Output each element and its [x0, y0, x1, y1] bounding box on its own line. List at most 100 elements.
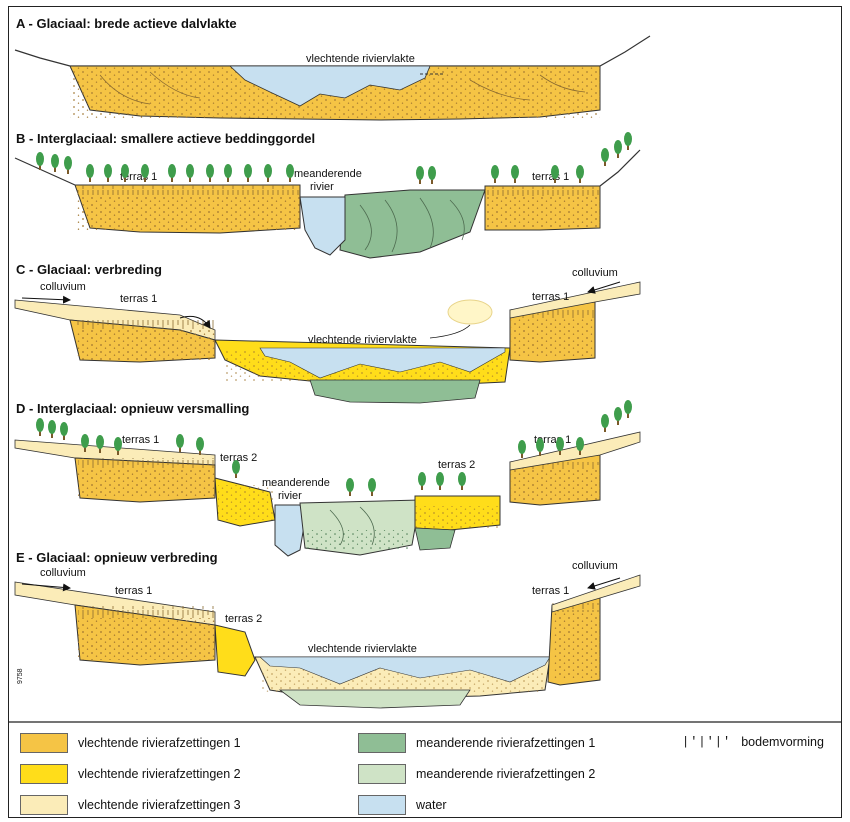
- panel-c-meander-remnant: [309, 379, 481, 404]
- tree-icon: [86, 164, 94, 182]
- legend-label: vlechtende rivierafzettingen 3: [78, 798, 241, 812]
- panel-e-section: colluvium terras 1 terras 2 vlechtende r…: [14, 560, 641, 709]
- panel-d-colluvium-right: [509, 431, 641, 471]
- panel-a-title: A - Glaciaal: brede actieve dalvlakte: [16, 16, 237, 31]
- legend-swatch: [20, 795, 68, 815]
- tree-icon: [114, 437, 122, 455]
- legend-item-water: water: [358, 795, 447, 815]
- panel-b-meander-label-line2: rivier: [310, 181, 334, 193]
- tree-icon: [576, 437, 584, 455]
- panel-c-colluvium-right: [509, 281, 641, 319]
- panel-e-colluvium-right: [551, 574, 641, 613]
- panel-d-terrace2-left-label: terras 2: [220, 452, 257, 464]
- legend-swatch: [20, 733, 68, 753]
- panel-b-meander-deposits: [339, 189, 486, 259]
- panel-b-section: terras 1 terras 1 meanderende rivier: [14, 149, 641, 259]
- tree-icon: [286, 164, 294, 182]
- tree-icon: [244, 164, 252, 182]
- panel-c-water: [259, 347, 506, 379]
- tree-icon: [614, 140, 622, 158]
- legend-label: meanderende rivierafzettingen 1: [416, 736, 596, 750]
- panel-c-terrace-left-label: terras 1: [120, 293, 157, 305]
- panel-d-meander-deposits-1: [414, 527, 456, 551]
- cloud-icon: [447, 299, 493, 325]
- tree-icon: [104, 164, 112, 182]
- tree-icon: [232, 460, 240, 478]
- legend-item-meander-1: meanderende rivierafzettingen 1: [358, 733, 595, 753]
- tree-icon: [536, 438, 544, 456]
- panel-b-valley-slope-left: [14, 157, 76, 186]
- tree-icon: [346, 478, 354, 496]
- panel-e-meander-remnant: [278, 689, 471, 709]
- panel-d-meander-label-line2: rivier: [278, 490, 302, 502]
- panel-b-channel-water: [299, 196, 346, 256]
- tree-icon: [436, 472, 444, 490]
- legend-label: vlechtende rivierafzettingen 2: [78, 767, 241, 781]
- panel-c-braided-label: vlechtende riviervlakte: [308, 334, 417, 346]
- tree-icon: [186, 164, 194, 182]
- panel-e-terrace2-left-label: terras 2: [225, 613, 262, 625]
- figure-frame: [8, 6, 842, 818]
- panel-e-title: E - Glaciaal: opnieuw verbreding: [16, 550, 218, 565]
- panel-a-braided-label: vlechtende riviervlakte: [306, 53, 415, 65]
- tree-icon: [601, 148, 609, 166]
- tree-icon: [96, 435, 104, 453]
- legend-item-braided-3: vlechtende rivierafzettingen 3: [20, 795, 241, 815]
- legend-item-braided-2: vlechtende rivierafzettingen 2: [20, 764, 241, 784]
- panel-a-section: vlechtende riviervlakte: [14, 35, 651, 121]
- panel-e-water: [259, 656, 551, 685]
- tree-icon: [624, 132, 632, 150]
- panel-d-title: D - Interglaciaal: opnieuw versmalling: [16, 401, 250, 416]
- panel-c-colluvium-right-label: colluvium: [572, 267, 618, 279]
- legend-label: vlechtende rivierafzettingen 1: [78, 736, 241, 750]
- legend-item-meander-2: meanderende rivierafzettingen 2: [358, 764, 595, 784]
- tree-icon: [518, 440, 526, 458]
- panel-e-terrace1-left-label: terras 1: [115, 585, 152, 597]
- legend-swatch: [358, 733, 406, 753]
- panel-e-colluvium-left-label: colluvium: [40, 567, 86, 579]
- tree-icon: [141, 164, 149, 182]
- tree-icon: [36, 418, 44, 436]
- panel-c-terrace-right-label: terras 1: [532, 291, 569, 303]
- tree-icon: [48, 420, 56, 438]
- tree-icon: [511, 165, 519, 183]
- legend-label: meanderende rivierafzettingen 2: [416, 767, 596, 781]
- tree-icon: [624, 400, 632, 418]
- tree-icon: [416, 166, 424, 184]
- legend-item-soil-formation: |'|'|' bodemvorming: [682, 735, 824, 749]
- tree-icon: [458, 472, 466, 490]
- soil-formation-icon: |'|'|': [682, 735, 732, 749]
- panel-d-section: terras 1 terras 2 meanderende rivier ter…: [14, 431, 641, 557]
- figure-code: 9758: [17, 668, 24, 684]
- panel-d-terrace2-right-label: terras 2: [438, 459, 475, 471]
- tree-icon: [64, 156, 72, 174]
- tree-icon: [368, 478, 376, 496]
- tree-icon: [51, 154, 59, 172]
- panel-d-terrace1-left-label: terras 1: [122, 434, 159, 446]
- legend-swatch: [358, 764, 406, 784]
- tree-icon: [614, 407, 622, 425]
- legend-label: bodemvorming: [741, 735, 824, 749]
- tree-icon: [418, 472, 426, 490]
- legend-item-braided-1: vlechtende rivierafzettingen 1: [20, 733, 241, 753]
- panel-e-terrace1-right-label: terras 1: [532, 585, 569, 597]
- tree-icon: [121, 164, 129, 182]
- tree-icons: [36, 132, 632, 496]
- tree-icon: [264, 164, 272, 182]
- panel-e-terrace2-left: [214, 624, 256, 677]
- tree-icon: [491, 165, 499, 183]
- panel-c-colluvium-left-label: colluvium: [40, 281, 86, 293]
- tree-icon: [601, 414, 609, 432]
- panel-b-valley-slope-right: [599, 149, 641, 187]
- tree-icon: [60, 422, 68, 440]
- tree-icon: [428, 166, 436, 184]
- panel-e-braided-label: vlechtende riviervlakte: [308, 643, 417, 655]
- legend-swatch: [358, 795, 406, 815]
- panel-c-title: C - Glaciaal: verbreding: [16, 262, 162, 277]
- tree-icon: [81, 434, 89, 452]
- tree-icon: [551, 165, 559, 183]
- panel-e-colluvium-right-label: colluvium: [572, 560, 618, 572]
- panel-b-terrace-right-label: terras 1: [532, 171, 569, 183]
- tree-icon: [36, 152, 44, 170]
